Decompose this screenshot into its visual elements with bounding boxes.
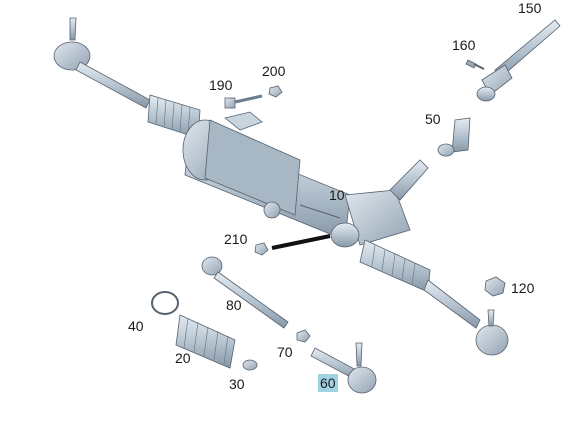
right-outer-tie-rod-end <box>423 279 509 356</box>
label-80: 80 <box>226 297 242 313</box>
label-60-highlighted: 60 <box>318 374 338 392</box>
label-30: 30 <box>229 376 245 392</box>
left-outer-tie-rod-end <box>53 17 151 109</box>
label-20: 20 <box>175 350 191 366</box>
label-10: 10 <box>329 187 345 203</box>
inner-tie-rod <box>201 256 289 329</box>
bellows-boot <box>175 314 236 369</box>
label-70: 70 <box>277 344 293 360</box>
intermediate-shaft <box>476 19 561 102</box>
screw-210 <box>254 242 269 256</box>
clamp-ring <box>151 291 179 315</box>
bolt-190 <box>224 94 263 109</box>
pointer-arrow <box>271 234 331 250</box>
nut-70 <box>296 329 311 343</box>
label-210: 210 <box>224 231 248 247</box>
label-40: 40 <box>128 318 144 334</box>
label-190: 190 <box>209 77 233 93</box>
pinion-housing <box>330 159 429 248</box>
label-200: 200 <box>262 63 286 79</box>
clip-30 <box>242 359 258 371</box>
nut-200 <box>268 85 283 98</box>
rack-housing <box>182 111 351 241</box>
label-120: 120 <box>511 280 535 296</box>
right-rack-bellows <box>359 239 431 293</box>
label-50: 50 <box>425 111 441 127</box>
bolt-160 <box>465 59 485 70</box>
label-160: 160 <box>452 37 476 53</box>
nut-120 <box>484 276 506 297</box>
part-50-sleeve <box>437 117 471 157</box>
label-150: 150 <box>518 0 542 16</box>
tie-rod-end-60 <box>310 342 377 394</box>
